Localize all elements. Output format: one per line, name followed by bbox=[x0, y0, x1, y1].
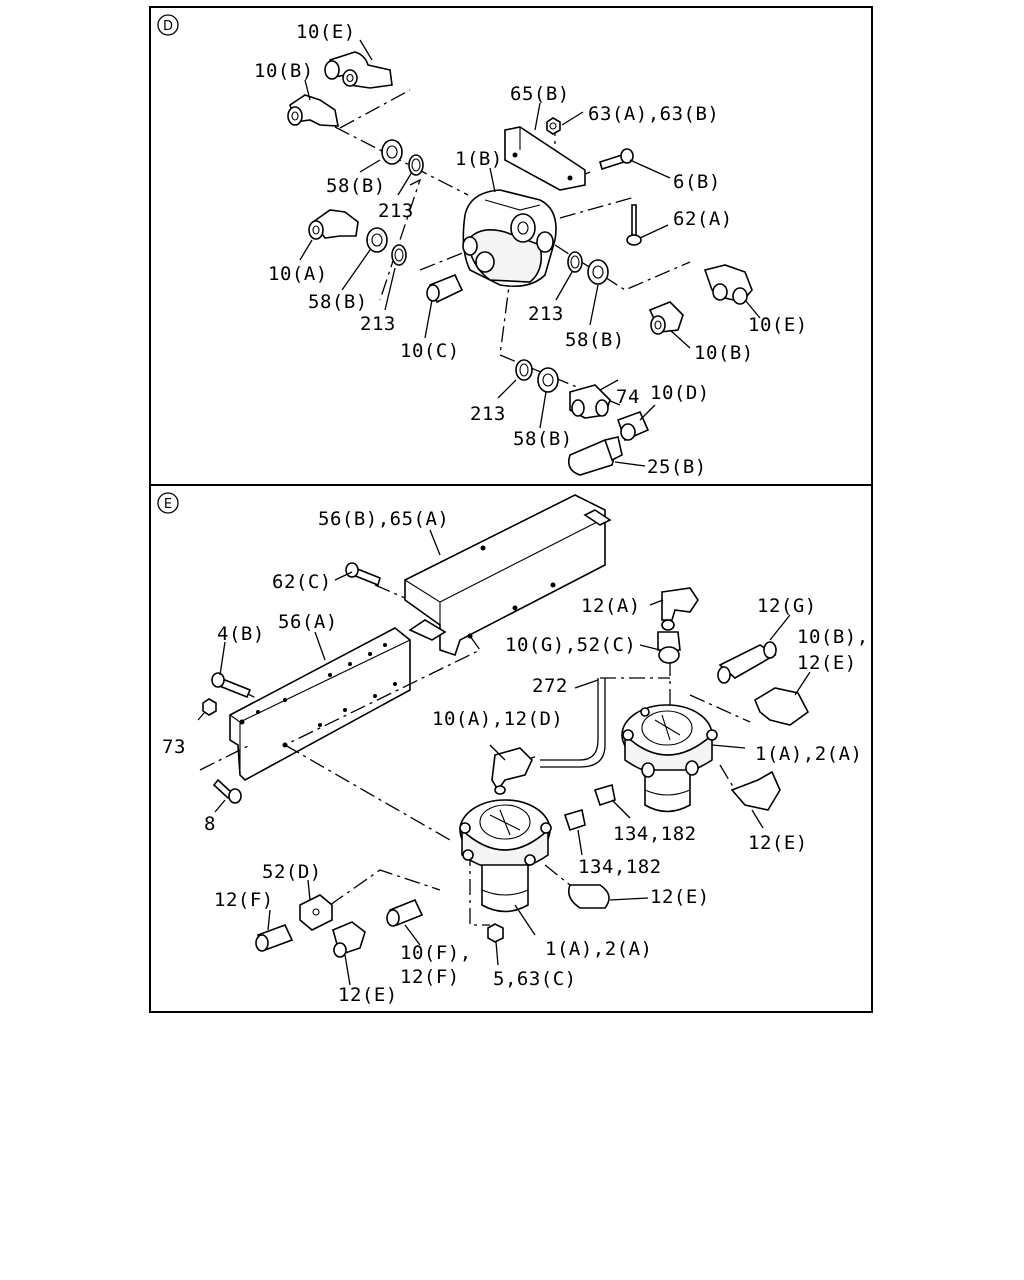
label-e-1A-2A-lower: 1(A),2(A) bbox=[545, 938, 652, 960]
label-e-10F: 10(F), bbox=[400, 942, 472, 964]
label-d-10E-right: 10(E) bbox=[748, 314, 808, 336]
label-d-213-upper: 213 bbox=[378, 200, 414, 222]
label-d-65B: 65(B) bbox=[510, 83, 570, 105]
label-d-213-right: 213 bbox=[528, 303, 564, 325]
label-e-56B-65A: 56(B),65(A) bbox=[318, 508, 449, 530]
label-d-63A-63B: 63(A),63(B) bbox=[588, 103, 719, 125]
section-d-drawing: 10(E) 10(B) 65(B) 63(A),63(B) 1(B) 58(B)… bbox=[254, 21, 808, 478]
label-d-6B: 6(B) bbox=[673, 171, 721, 193]
label-d-58B-lower: 58(B) bbox=[308, 291, 368, 313]
label-e-12F: 12(F) bbox=[214, 889, 274, 911]
label-e-8: 8 bbox=[204, 813, 216, 835]
label-d-213-bottom: 213 bbox=[470, 403, 506, 425]
label-e-12F-lower: 12(F) bbox=[400, 966, 460, 988]
label-e-4B: 4(B) bbox=[217, 623, 265, 645]
label-d-10C: 10(C) bbox=[400, 340, 460, 362]
label-e-134-182-lower: 134,182 bbox=[578, 856, 662, 878]
label-e-272: 272 bbox=[532, 675, 568, 697]
label-e-52D: 52(D) bbox=[262, 861, 322, 883]
label-d-58B-bottom: 58(B) bbox=[513, 428, 573, 450]
section-d-marker: D bbox=[157, 14, 179, 36]
label-d-10D: 10(D) bbox=[650, 382, 710, 404]
label-e-1A-2A-upper: 1(A),2(A) bbox=[755, 743, 862, 765]
label-d-1B: 1(B) bbox=[455, 148, 503, 170]
label-e-12E-right: 12(E) bbox=[748, 832, 808, 854]
label-e-10B: 10(B), bbox=[797, 626, 869, 648]
label-e-12E-top: 12(E) bbox=[797, 652, 857, 674]
svg-text:D: D bbox=[163, 19, 173, 34]
label-d-74: 74 bbox=[616, 386, 640, 408]
label-d-10E-top: 10(E) bbox=[296, 21, 356, 43]
section-e-frame bbox=[149, 484, 873, 1013]
label-d-58B-right: 58(B) bbox=[565, 329, 625, 351]
label-e-62C: 62(C) bbox=[272, 571, 332, 593]
label-d-25B: 25(B) bbox=[647, 456, 707, 478]
label-e-12E-capsule: 12(E) bbox=[650, 886, 710, 908]
label-e-5-63C: 5,63(C) bbox=[493, 968, 577, 990]
label-e-56A: 56(A) bbox=[278, 611, 338, 633]
label-d-10B-top: 10(B) bbox=[254, 60, 314, 82]
label-e-12E-bottom: 12(E) bbox=[338, 984, 398, 1006]
svg-text:E: E bbox=[164, 497, 172, 512]
label-d-10B-right: 10(B) bbox=[694, 342, 754, 364]
label-d-10A: 10(A) bbox=[268, 263, 328, 285]
section-e-marker: E bbox=[157, 492, 179, 514]
label-e-134-182-upper: 134,182 bbox=[613, 823, 697, 845]
label-e-12A: 12(A) bbox=[581, 595, 641, 617]
label-e-73: 73 bbox=[162, 736, 186, 758]
section-e-drawing: 56(B),65(A) 62(C) 12(A) 12(G) 4(B) 56(A)… bbox=[162, 494, 869, 1006]
label-d-58B-upper: 58(B) bbox=[326, 175, 386, 197]
label-e-12G: 12(G) bbox=[757, 595, 817, 617]
label-e-10G-52C: 10(G),52(C) bbox=[505, 634, 636, 656]
label-e-10A-12D: 10(A),12(D) bbox=[432, 708, 563, 730]
label-d-62A: 62(A) bbox=[673, 208, 733, 230]
label-d-213-lower: 213 bbox=[360, 313, 396, 335]
